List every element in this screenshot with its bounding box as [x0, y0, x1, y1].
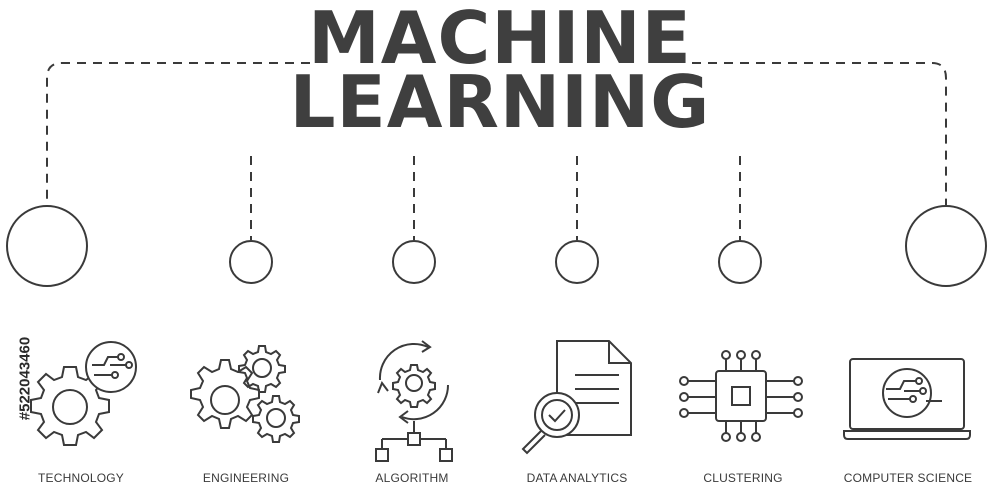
- node-circle-4: [555, 240, 599, 284]
- chip-icon: [679, 350, 803, 442]
- laptop-circuit-icon: [843, 358, 971, 440]
- stock-id-text: #522043460: [16, 336, 34, 421]
- label-data-analytics: DATA ANALYTICS: [526, 471, 628, 485]
- node-circle-1: [6, 205, 88, 287]
- title-line-2: LEARNING: [289, 60, 711, 144]
- left-connector-line: [46, 62, 310, 205]
- gear-circuit-icon: [30, 341, 137, 446]
- label-computer-science: COMPUTER SCIENCE: [843, 471, 973, 485]
- stock-id-sidebar: #522043460: [10, 260, 34, 500]
- gears-icon: [190, 345, 300, 443]
- right-connector-line: [692, 62, 947, 205]
- title-line-1: MACHINE: [308, 0, 692, 80]
- node-circle-6: [905, 205, 987, 287]
- node-circle-3: [392, 240, 436, 284]
- node-circle-5: [718, 240, 762, 284]
- label-technology: TECHNOLOGY: [37, 471, 124, 485]
- label-engineering: ENGINEERING: [202, 471, 290, 485]
- connector-diagram: [6, 62, 987, 287]
- label-clustering: CLUSTERING: [703, 471, 783, 485]
- gear-cycle-flowchart-icon: [375, 340, 453, 462]
- document-magnifier-check-icon: [521, 340, 632, 455]
- label-algorithm: ALGORITHM: [375, 471, 449, 485]
- node-circle-2: [229, 240, 273, 284]
